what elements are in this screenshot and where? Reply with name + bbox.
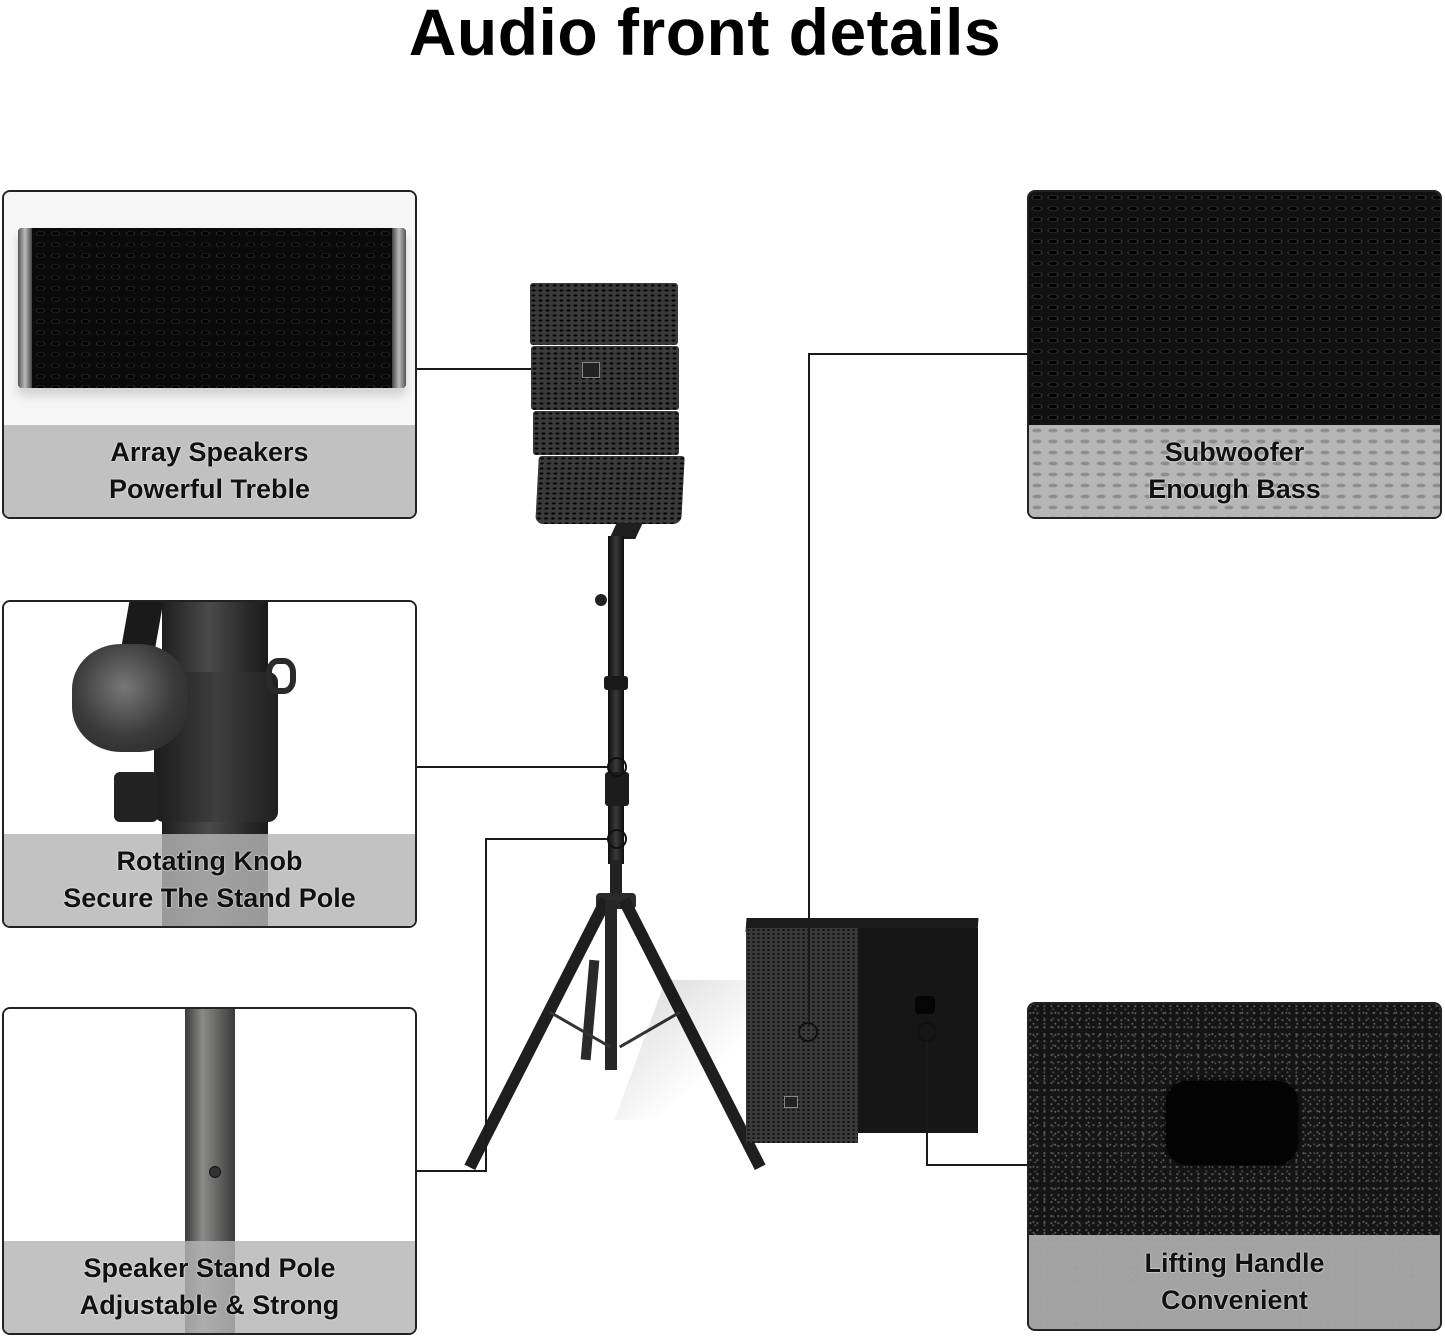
subwoofer-handle-icon — [915, 996, 935, 1014]
caption-rotating-knob: Rotating Knob Secure The Stand Pole — [4, 834, 415, 926]
caption-line-1: Array Speakers — [110, 437, 309, 467]
handle-cutout-icon — [1166, 1081, 1298, 1165]
panel-lifting-handle: Lifting Handle Convenient — [1027, 1002, 1442, 1331]
caption-stand-pole: Speaker Stand Pole Adjustable & Strong — [4, 1241, 415, 1333]
pole-pin-icon — [209, 1166, 221, 1178]
caption-line-2: Adjustable & Strong — [79, 1290, 340, 1320]
panel-array-speakers: Array Speakers Powerful Treble — [2, 190, 417, 519]
panel-rotating-knob: Rotating Knob Secure The Stand Pole — [2, 600, 417, 928]
speaker-grille — [18, 228, 406, 388]
caption-line-2: Powerful Treble — [108, 474, 311, 504]
rotating-knob-icon — [72, 644, 188, 752]
caption-line-2: Secure The Stand Pole — [63, 883, 356, 913]
caption-array-speakers: Array Speakers Powerful Treble — [4, 425, 415, 517]
panel-subwoofer: Subwoofer Enough Bass — [1027, 190, 1442, 519]
caption-lifting-handle: Lifting Handle Convenient — [1029, 1235, 1440, 1329]
caption-line-1: Speaker Stand Pole — [83, 1253, 336, 1283]
caption-line-2: Enough Bass — [1148, 474, 1321, 504]
caption-line-1: Rotating Knob — [116, 846, 303, 876]
brand-logo-icon — [582, 362, 600, 378]
caption-line-1: Subwoofer — [1164, 437, 1305, 467]
caption-line-1: Lifting Handle — [1144, 1248, 1325, 1278]
page-title: Audio front details — [408, 0, 1002, 69]
caption-line-2: Convenient — [1160, 1285, 1308, 1315]
caption-subwoofer: Subwoofer Enough Bass — [1029, 425, 1440, 517]
panel-stand-pole: Speaker Stand Pole Adjustable & Strong — [2, 1007, 417, 1335]
brand-logo-icon — [784, 1096, 798, 1108]
